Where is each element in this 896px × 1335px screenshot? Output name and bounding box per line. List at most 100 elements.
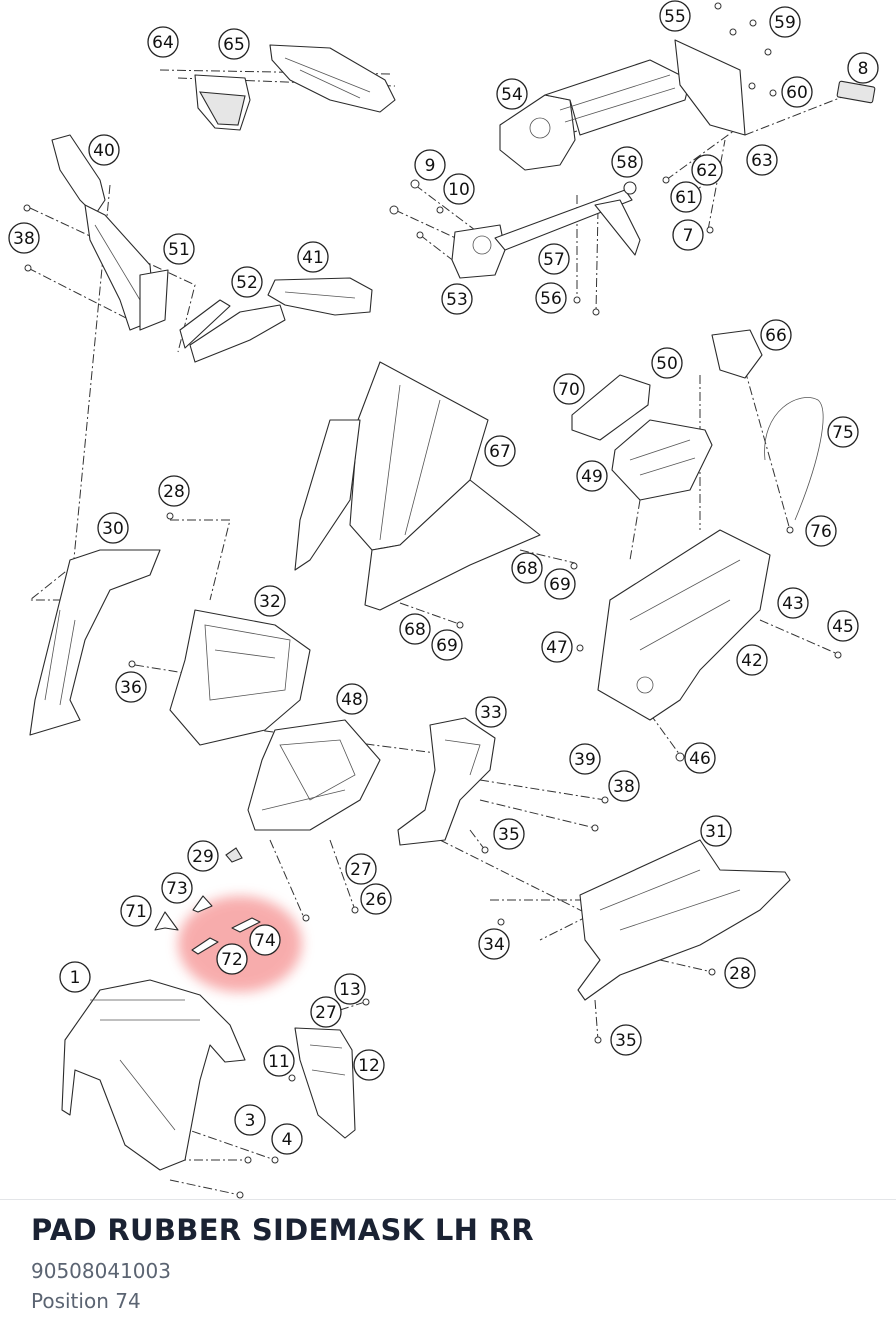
part-position: Position 74 bbox=[31, 1289, 141, 1313]
callout-62: 62 bbox=[691, 154, 723, 186]
part-info-panel: PAD RUBBER SIDEMASK LH RR 90508041003 Po… bbox=[31, 1213, 534, 1313]
callout-label: 52 bbox=[236, 273, 258, 293]
callout-4: 4 bbox=[271, 1123, 303, 1155]
callout-circle bbox=[478, 928, 510, 960]
callout-circle bbox=[431, 629, 463, 661]
part-54-upper-bracket bbox=[499, 39, 746, 171]
callout-13: 13 bbox=[334, 973, 366, 1005]
callout-26: 26 bbox=[360, 883, 392, 915]
part-41-mirror bbox=[179, 277, 373, 363]
callout-label: 39 bbox=[574, 750, 596, 770]
callout-33: 33 bbox=[475, 696, 507, 728]
callout-label: 64 bbox=[152, 33, 174, 53]
callout-label: 67 bbox=[489, 442, 511, 462]
callout-circle bbox=[535, 282, 567, 314]
callout-circle bbox=[88, 134, 120, 166]
part-71-pad bbox=[154, 911, 179, 931]
callout-63: 63 bbox=[746, 144, 778, 176]
callout-74: 74 bbox=[249, 924, 281, 956]
callout-28: 28 bbox=[724, 957, 756, 989]
callout-label: 7 bbox=[683, 226, 694, 246]
callout-label: 69 bbox=[436, 636, 458, 656]
callout-label: 57 bbox=[543, 250, 565, 270]
part-66-bracket bbox=[711, 329, 763, 379]
callout-label: 70 bbox=[558, 380, 580, 400]
callout-circle bbox=[700, 815, 732, 847]
callout-label: 50 bbox=[656, 354, 678, 374]
part-8-plate bbox=[836, 80, 876, 104]
callout-64: 64 bbox=[147, 26, 179, 58]
callout-label: 63 bbox=[751, 151, 773, 171]
callout-32: 32 bbox=[254, 585, 286, 617]
callout-label: 13 bbox=[339, 980, 361, 1000]
callout-53: 53 bbox=[441, 283, 473, 315]
part-42-inner-panel bbox=[597, 529, 771, 721]
callout-label: 53 bbox=[446, 290, 468, 310]
callout-circle bbox=[360, 883, 392, 915]
callout-circle bbox=[511, 552, 543, 584]
callout-label: 47 bbox=[546, 638, 568, 658]
callout-circle bbox=[746, 144, 778, 176]
callout-circle bbox=[59, 961, 91, 993]
callout-label: 41 bbox=[302, 248, 324, 268]
callout-9: 9 bbox=[414, 149, 446, 181]
callout-circle bbox=[334, 973, 366, 1005]
callout-circle bbox=[158, 475, 190, 507]
callout-label: 26 bbox=[365, 890, 387, 910]
callout-circle bbox=[234, 1104, 266, 1136]
callout-label: 55 bbox=[664, 7, 686, 27]
part-70-pad bbox=[571, 374, 651, 441]
callout-label: 59 bbox=[774, 13, 796, 33]
callout-circle bbox=[608, 770, 640, 802]
callout-label: 72 bbox=[221, 950, 243, 970]
callout-label: 49 bbox=[581, 467, 603, 487]
callout-circle bbox=[724, 957, 756, 989]
callout-circle bbox=[115, 671, 147, 703]
part-31-side-panel bbox=[577, 839, 791, 1001]
callout-29: 29 bbox=[187, 840, 219, 872]
callout-70: 70 bbox=[553, 373, 585, 405]
callout-label: 46 bbox=[689, 749, 711, 769]
callout-59: 59 bbox=[769, 6, 801, 38]
callout-circle bbox=[541, 631, 573, 663]
callout-27: 27 bbox=[345, 853, 377, 885]
callout-73: 73 bbox=[161, 872, 193, 904]
callout-label: 38 bbox=[13, 229, 35, 249]
callout-circle bbox=[231, 266, 263, 298]
callout-75: 75 bbox=[827, 416, 859, 448]
callout-circle bbox=[147, 26, 179, 58]
callout-circle bbox=[827, 416, 859, 448]
callout-34: 34 bbox=[478, 928, 510, 960]
callout-circle bbox=[353, 1049, 385, 1081]
callout-10: 10 bbox=[443, 173, 475, 205]
part-1-front-fender bbox=[61, 979, 246, 1171]
callout-67: 67 bbox=[484, 435, 516, 467]
callout-57: 57 bbox=[538, 243, 570, 275]
callout-label: 43 bbox=[782, 594, 804, 614]
callout-27: 27 bbox=[310, 996, 342, 1028]
part-75-cable bbox=[764, 397, 824, 521]
highlight-region bbox=[178, 896, 302, 992]
callout-circle bbox=[538, 243, 570, 275]
callout-circle bbox=[611, 146, 643, 178]
callout-circle bbox=[493, 818, 525, 850]
callout-38: 38 bbox=[608, 770, 640, 802]
part-33-bracket bbox=[397, 717, 496, 846]
callout-circle bbox=[484, 435, 516, 467]
callout-55: 55 bbox=[659, 0, 691, 32]
callout-circle bbox=[443, 173, 475, 205]
callout-circle bbox=[163, 233, 195, 265]
callout-label: 27 bbox=[350, 860, 372, 880]
callout-circle bbox=[691, 154, 723, 186]
part-12-mud-flap bbox=[294, 1027, 356, 1139]
callout-label: 48 bbox=[341, 690, 363, 710]
callout-label: 32 bbox=[259, 592, 281, 612]
callout-circle bbox=[670, 181, 702, 213]
callout-circle bbox=[777, 587, 809, 619]
callout-42: 42 bbox=[736, 644, 768, 676]
callout-49: 49 bbox=[576, 460, 608, 492]
callout-circle bbox=[271, 1123, 303, 1155]
callout-circle bbox=[544, 568, 576, 600]
callout-circle bbox=[399, 613, 431, 645]
